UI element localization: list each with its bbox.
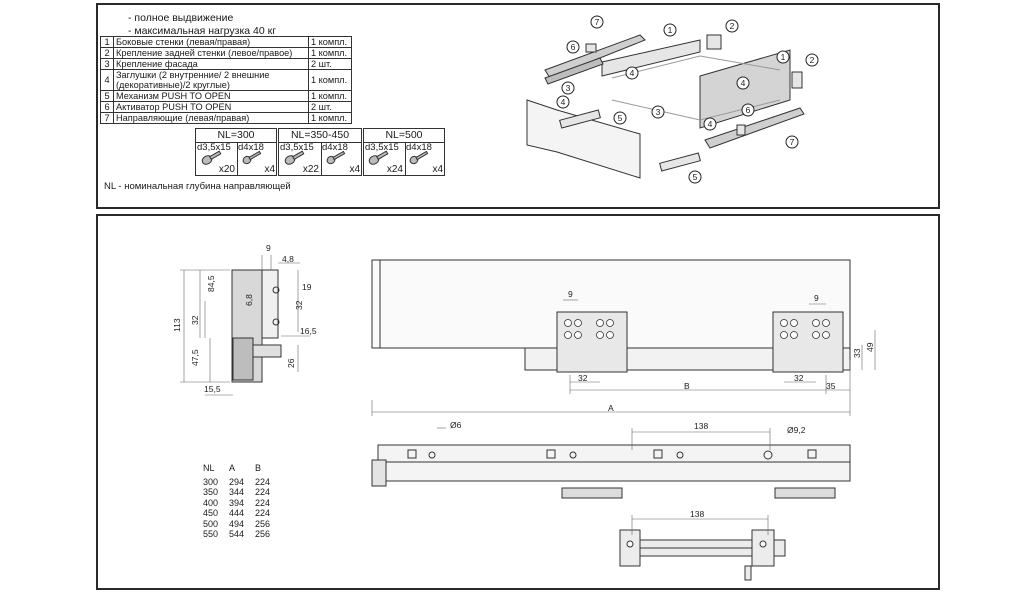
front-view-dimensions: 9 9 33 49 32 32 35 B A (568, 289, 875, 413)
dim-label: 32 (190, 315, 200, 325)
dim-label: B (684, 381, 690, 391)
front-panel (526, 99, 641, 179)
callout-3: 3 (656, 107, 661, 117)
screw-size-label: d4x18 (238, 142, 264, 153)
screw-size-label: d3,5x15 (197, 142, 231, 153)
dim-label: 84,5 (206, 275, 216, 292)
push-to-open-right (659, 152, 701, 172)
rail-right (704, 107, 805, 149)
side-section-view (180, 255, 310, 396)
callout-5: 5 (618, 113, 623, 123)
dim-label: 47,5 (190, 349, 200, 366)
dim-label: 19 (302, 282, 312, 292)
front-dimension-lines (371, 299, 876, 416)
callout-4: 4 (630, 68, 635, 78)
bottom-dimension-lines (437, 427, 771, 450)
rail-bottom-view (371, 444, 851, 499)
screw-size-label: d3,5x15 (280, 142, 314, 153)
dim-label: 6,8 (244, 294, 254, 306)
callout-6: 6 (746, 105, 751, 115)
push-to-open-mechanism (619, 529, 786, 581)
mechanism-dimension-line (631, 515, 769, 535)
dim-label: 138 (690, 509, 704, 519)
screw-size-label: d3,5x15 (365, 142, 399, 153)
dim-label: 32 (794, 373, 804, 383)
dim-label: 15,5 (204, 384, 221, 394)
dim-label: A (608, 403, 614, 413)
screw-icon (201, 150, 429, 165)
dim-label: 32 (294, 300, 304, 310)
screw-size-label: d4x18 (322, 142, 348, 153)
assembly-exploded-view (526, 34, 805, 179)
screw-qty: x4 (432, 164, 443, 175)
screw-size-label: d4x18 (406, 142, 432, 153)
dim-label: 9 (814, 293, 819, 303)
dim-label: 49 (865, 342, 875, 352)
screw-qty: x24 (386, 164, 403, 175)
callout-4: 4 (561, 97, 566, 107)
callout-2: 2 (810, 55, 815, 65)
push-to-open-left (559, 109, 601, 129)
kit-title: NL=300 (196, 129, 276, 143)
callout-1: 1 (781, 52, 786, 62)
screw-qty: x22 (302, 164, 319, 175)
dim-label: Ø9,2 (787, 425, 806, 435)
bottom-view-dimensions: Ø6 138 Ø9,2 (450, 420, 806, 435)
callout-4: 4 (741, 78, 746, 88)
dim-label: 9 (266, 243, 271, 253)
callout-7: 7 (595, 17, 600, 27)
dim-label: 4,8 (282, 254, 294, 264)
dim-label: 113 (172, 318, 182, 332)
feature-max-load: - максимальная нагрузка 40 кг (128, 25, 277, 37)
dim-label: 9 (568, 289, 573, 299)
dim-label: 16,5 (300, 326, 317, 336)
callout-1: 1 (668, 25, 673, 35)
callout-markers (556, 15, 819, 184)
dim-label: 35 (826, 381, 836, 391)
callout-2: 2 (730, 21, 735, 31)
nl-note: NL - номинальная глубина направляющей (104, 181, 291, 192)
callout-4: 4 (708, 119, 713, 129)
feature-full-extension: - полное выдвижение (128, 12, 234, 24)
screw-qty: x4 (264, 164, 275, 175)
screw-qty: x20 (218, 164, 235, 175)
callout-5: 5 (693, 172, 698, 182)
callout-6: 6 (571, 42, 576, 52)
callout-3: 3 (566, 83, 571, 93)
dim-label: 26 (286, 358, 296, 368)
callout-7: 7 (790, 137, 795, 147)
dim-label: 33 (852, 348, 862, 358)
front-elevation-view (371, 259, 851, 373)
dim-label: 32 (578, 373, 588, 383)
dim-label: Ø6 (450, 420, 462, 430)
rail-left (544, 34, 646, 79)
mount-holes (564, 319, 830, 339)
side-view-dimensions: 9 4,8 84,5 6,8 19 32 113 32 16,5 47,5 26… (172, 243, 317, 394)
callout-labels: 1 1 2 2 3 3 4 4 4 4 5 5 6 6 7 7 (561, 17, 815, 182)
side-wall-left (601, 39, 701, 77)
screw-qty: x4 (349, 164, 360, 175)
kit-title: NL=350-450 (279, 129, 361, 143)
dim-label: 138 (694, 421, 708, 431)
kit-title: NL=500 (364, 129, 444, 143)
